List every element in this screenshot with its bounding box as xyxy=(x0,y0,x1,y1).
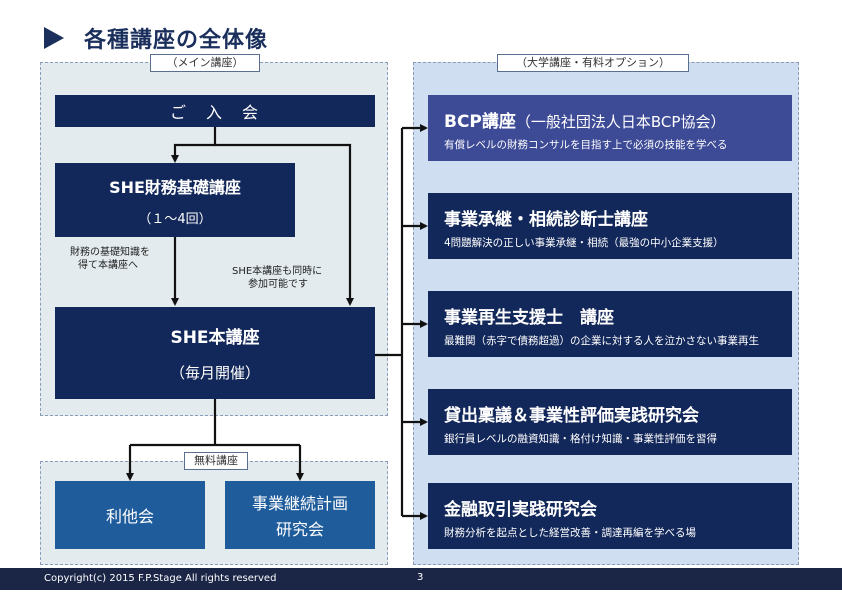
course-bcp[interactable]: BCP講座（一般社団法人日本BCP協会） 有償レベルの財務コンサルを目指す上で必… xyxy=(428,95,792,161)
arrow-main-to-free xyxy=(128,399,302,479)
arrow-main-to-options xyxy=(375,128,404,516)
she-basic-sub: （１～4回） xyxy=(138,211,212,227)
she-main-sub: （毎月開催） xyxy=(169,364,260,382)
note-right: SHE本講座も同時に 参加可能です xyxy=(232,266,323,290)
she-basic-title: SHE財務基礎講座 xyxy=(109,177,241,197)
footer-bar: Copyright(c) 2015 F.P.Stage All rights r… xyxy=(0,568,842,590)
note-left: 財務の基礎知識を 得て本講座へ xyxy=(70,247,150,271)
ritakai-course[interactable]: 利他会 xyxy=(55,481,205,549)
arrow-join-to-main xyxy=(215,143,354,306)
course-loan[interactable]: 貸出稟議＆事業性評価実践研究会 銀行員レベルの融資知識・格付け知識・事業性評価を… xyxy=(428,389,792,455)
course-bcp-org: （一般社団法人日本BCP協会） xyxy=(515,113,726,131)
page-title: 各種講座の全体像 xyxy=(84,28,269,53)
copyright-text: Copyright(c) 2015 F.P.Stage All rights r… xyxy=(44,573,277,584)
course-revitalization[interactable]: 事業再生支援士 講座 最難関（赤字で債務超過）の企業に対する人を泣かさない事業再… xyxy=(428,291,792,357)
course-revitalization-desc: 最難関（赤字で債務超過）の企業に対する人を泣かさない事業再生 xyxy=(444,335,759,347)
course-finance-title: 金融取引実践研究会 xyxy=(444,500,597,520)
page-number: 3 xyxy=(417,572,424,583)
course-bcp-desc: 有償レベルの財務コンサルを目指す上で必須の技能を学べる xyxy=(444,139,728,151)
option-course-tag: （大学講座・有料オプション） xyxy=(497,54,689,72)
free-course-tag: 無料講座 xyxy=(184,452,248,470)
bcp-research-course[interactable]: 事業継続計画 研究会 xyxy=(225,481,375,549)
course-succession-title: 事業承継・相続診断士講座 xyxy=(444,210,648,230)
she-main-course[interactable]: SHE本講座 （毎月開催） xyxy=(55,307,375,399)
arrow-join-to-basic xyxy=(171,127,217,163)
she-basic-course[interactable]: SHE財務基礎講座 （１～4回） xyxy=(55,163,295,237)
course-bcp-title: BCP講座 xyxy=(444,112,516,132)
course-loan-desc: 銀行員レベルの融資知識・格付け知識・事業性評価を習得 xyxy=(444,433,717,445)
she-main-title: SHE本講座 xyxy=(170,328,260,348)
course-finance[interactable]: 金融取引実践研究会 財務分析を起点とした経営改善・調達再編を学べる場 xyxy=(428,483,792,549)
course-succession[interactable]: 事業承継・相続診断士講座 4問題解決の正しい事業承継・相続（最強の中小企業支援） xyxy=(428,193,792,259)
join-button[interactable]: ご 入 会 xyxy=(55,95,375,127)
course-succession-desc: 4問題解決の正しい事業承継・相続（最強の中小企業支援） xyxy=(444,237,724,249)
title-arrow-icon xyxy=(44,27,64,49)
main-course-tag: （メイン講座） xyxy=(150,54,260,72)
course-revitalization-title: 事業再生支援士 講座 xyxy=(444,308,614,328)
course-loan-title: 貸出稟議＆事業性評価実践研究会 xyxy=(444,406,699,426)
course-finance-desc: 財務分析を起点とした経営改善・調達再編を学べる場 xyxy=(444,527,696,539)
